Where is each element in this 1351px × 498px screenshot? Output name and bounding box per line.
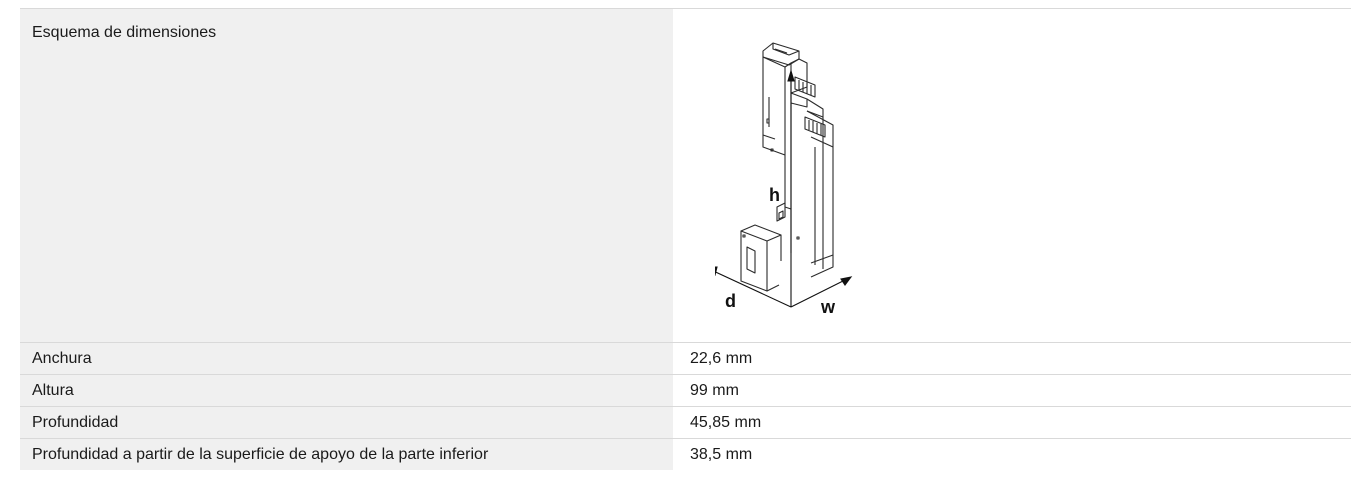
- width-axis-label: w: [820, 297, 836, 317]
- table-row: Anchura 22,6 mm: [20, 343, 1351, 375]
- table-row: Profundidad a partir de la superficie de…: [20, 439, 1351, 470]
- depth-axis-label: d: [725, 291, 736, 311]
- row-label: Profundidad: [20, 407, 673, 438]
- table-row: Profundidad 45,85 mm: [20, 407, 1351, 439]
- row-label: Profundidad a partir de la superficie de…: [20, 439, 673, 470]
- row-value: 38,5 mm: [690, 445, 753, 463]
- row-value: 22,6 mm: [690, 349, 753, 367]
- height-axis-label: h: [769, 185, 780, 205]
- row-label: Altura: [20, 375, 673, 406]
- dimension-diagram-image: h d w: [715, 42, 853, 317]
- table-row: Altura 99 mm: [20, 375, 1351, 407]
- dimension-diagram-cell: h d w: [673, 9, 1351, 342]
- table-row-dimension-diagram: Esquema de dimensiones: [20, 9, 1351, 343]
- dimensions-table: Esquema de dimensiones: [20, 8, 1351, 470]
- row-label: Anchura: [20, 343, 673, 374]
- row-value: 45,85 mm: [690, 413, 762, 431]
- row-label: Esquema de dimensiones: [20, 9, 673, 342]
- row-value: 99 mm: [690, 381, 739, 399]
